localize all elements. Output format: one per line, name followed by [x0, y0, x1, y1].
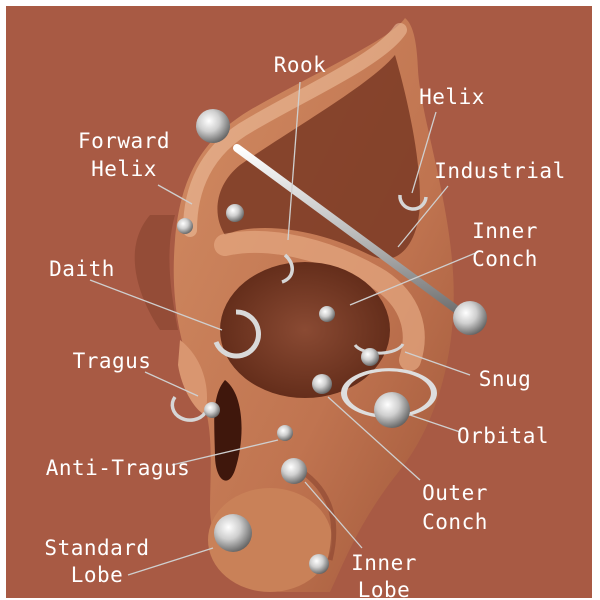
ear-illustration [134, 18, 454, 592]
label-inner-lobe-line-1: Inner [351, 551, 417, 575]
industrial-bar [233, 144, 472, 322]
inner-lobe-stud [309, 554, 329, 574]
label-helix: Helix [419, 85, 485, 109]
helix-ring [398, 194, 428, 211]
rook-curve [281, 253, 294, 284]
leader-standard-lobe [127, 547, 214, 576]
helix-rim-highlight [183, 23, 407, 237]
labels: Rook Helix Forward Helix Industrial Inne… [44, 53, 565, 600]
leader-tragus [144, 371, 199, 397]
tragus-shape [178, 340, 208, 415]
label-snug: Snug [479, 367, 532, 391]
leader-snug [404, 351, 471, 376]
label-tragus: Tragus [73, 349, 152, 373]
leader-inner-lobe [304, 481, 363, 549]
label-industrial: Industrial [434, 159, 565, 183]
leader-industrial [397, 185, 449, 248]
label-anti-tragus: Anti-Tragus [46, 456, 191, 480]
industrial-ball-top [196, 109, 230, 143]
leader-anti-tragus [171, 439, 279, 466]
label-outer-conch-line-1: Outer [422, 481, 488, 505]
leader-lines [89, 81, 479, 576]
leader-rook [287, 81, 301, 241]
label-inner-conch-line-2: Conch [472, 247, 538, 271]
label-rook: Rook [274, 53, 327, 77]
label-standard-lobe-line-1: Standard [44, 536, 149, 560]
leader-helix [411, 111, 437, 194]
upper-fossa-shadow [217, 55, 420, 259]
label-daith: Daith [49, 257, 115, 281]
jewelry [170, 109, 487, 574]
anti-tragus-stud [277, 425, 293, 441]
label-orbital: Orbital [457, 424, 549, 448]
label-outer-conch-line-2: Conch [422, 510, 488, 534]
daith-ring [213, 309, 261, 359]
snug-ring [353, 343, 405, 355]
label-forward-helix-line-1: Forward [78, 129, 170, 153]
leader-daith [89, 279, 223, 331]
tragus-ring [170, 395, 207, 422]
lobe-crease [298, 467, 337, 561]
concha-bowl [220, 262, 390, 398]
label-forward-helix-line-2: Helix [91, 157, 157, 181]
head-shadow [134, 215, 178, 330]
forward-helix-stud-1 [177, 218, 193, 234]
label-inner-lobe-line-2: Lobe [358, 578, 411, 600]
industrial-ball-bottom [453, 301, 487, 335]
label-standard-lobe-line-2: Lobe [71, 563, 124, 587]
standard-lobe-stud [214, 514, 252, 552]
inner-conch-stud [319, 306, 335, 322]
tragus-ball [204, 402, 220, 418]
forward-helix-stud-2 [226, 204, 244, 222]
leader-forward-helix [157, 184, 193, 205]
antihelix-ridge [214, 230, 425, 371]
leader-outer-conch [327, 396, 421, 481]
lobe-shape [208, 488, 332, 592]
label-inner-conch-line-1: Inner [472, 219, 538, 243]
leader-inner-conch [349, 251, 479, 306]
lobe-upper-stud [281, 458, 307, 484]
leader-orbital [409, 414, 461, 433]
outer-conch-stud [312, 374, 332, 394]
ear-canal-shadow [214, 380, 242, 481]
snug-ball [361, 348, 379, 366]
orbital-ball [374, 392, 410, 428]
